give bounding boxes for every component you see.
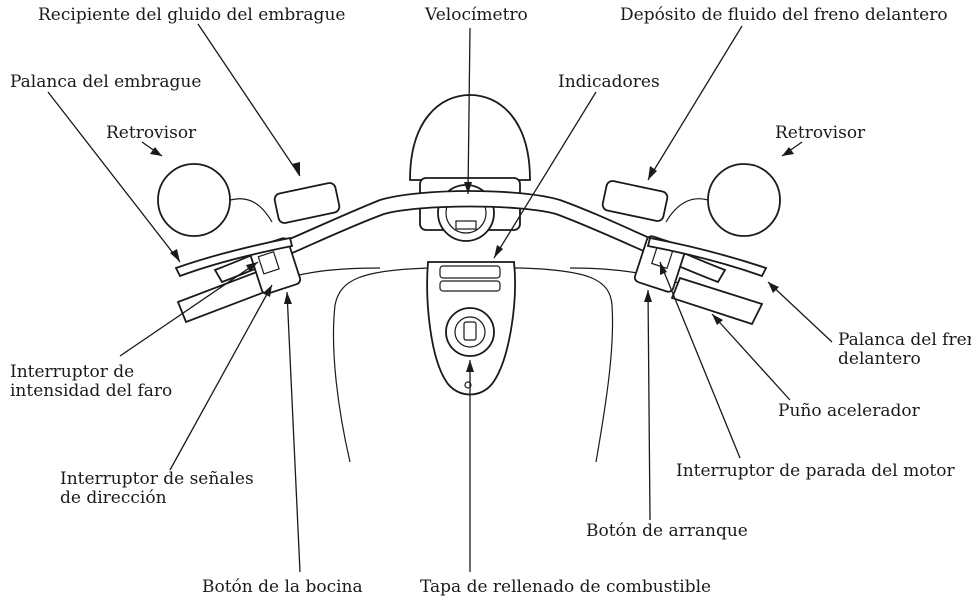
mirror-stem-right [666,199,708,222]
mirror-left [158,164,230,236]
label-start-button: Botón de arranque [586,522,748,541]
label-speedometer: Velocímetro [425,6,528,25]
label-mirror-right: Retrovisor [775,124,865,143]
mirror-stem-left [230,199,272,222]
label-fuel-cap: Tapa de rellenado de combustible [420,578,711,597]
label-front-brake-reservoir: Depósito de fluido del freno delantero [620,6,948,25]
label-horn-button: Botón de la bocina [202,578,363,597]
label-turn-signal-switch-2: de dirección [60,489,167,508]
label-dimmer-switch-2: intensidad del faro [10,382,172,401]
label-front-brake-lever-2: delantero [838,350,921,369]
front-brake-reservoir [602,180,669,222]
label-front-brake-lever-1: Palanca del freno [838,331,971,350]
label-engine-stop-switch: Interruptor de parada del motor [676,462,955,481]
mirror-right [708,164,780,236]
label-throttle-grip: Puño acelerador [778,402,920,421]
clutch-reservoir [274,182,341,224]
label-clutch-lever: Palanca del embrague [10,73,201,92]
label-dimmer-switch-1: Interruptor de [10,363,134,382]
label-indicators: Indicadores [558,73,660,92]
headlight-housing [410,95,530,180]
label-turn-signal-switch-1: Interruptor de señales [60,470,254,489]
fuel-cap [446,308,494,356]
label-mirror-left: Retrovisor [106,124,196,143]
label-clutch-reservoir: Recipiente del gluido del embrague [38,6,345,25]
